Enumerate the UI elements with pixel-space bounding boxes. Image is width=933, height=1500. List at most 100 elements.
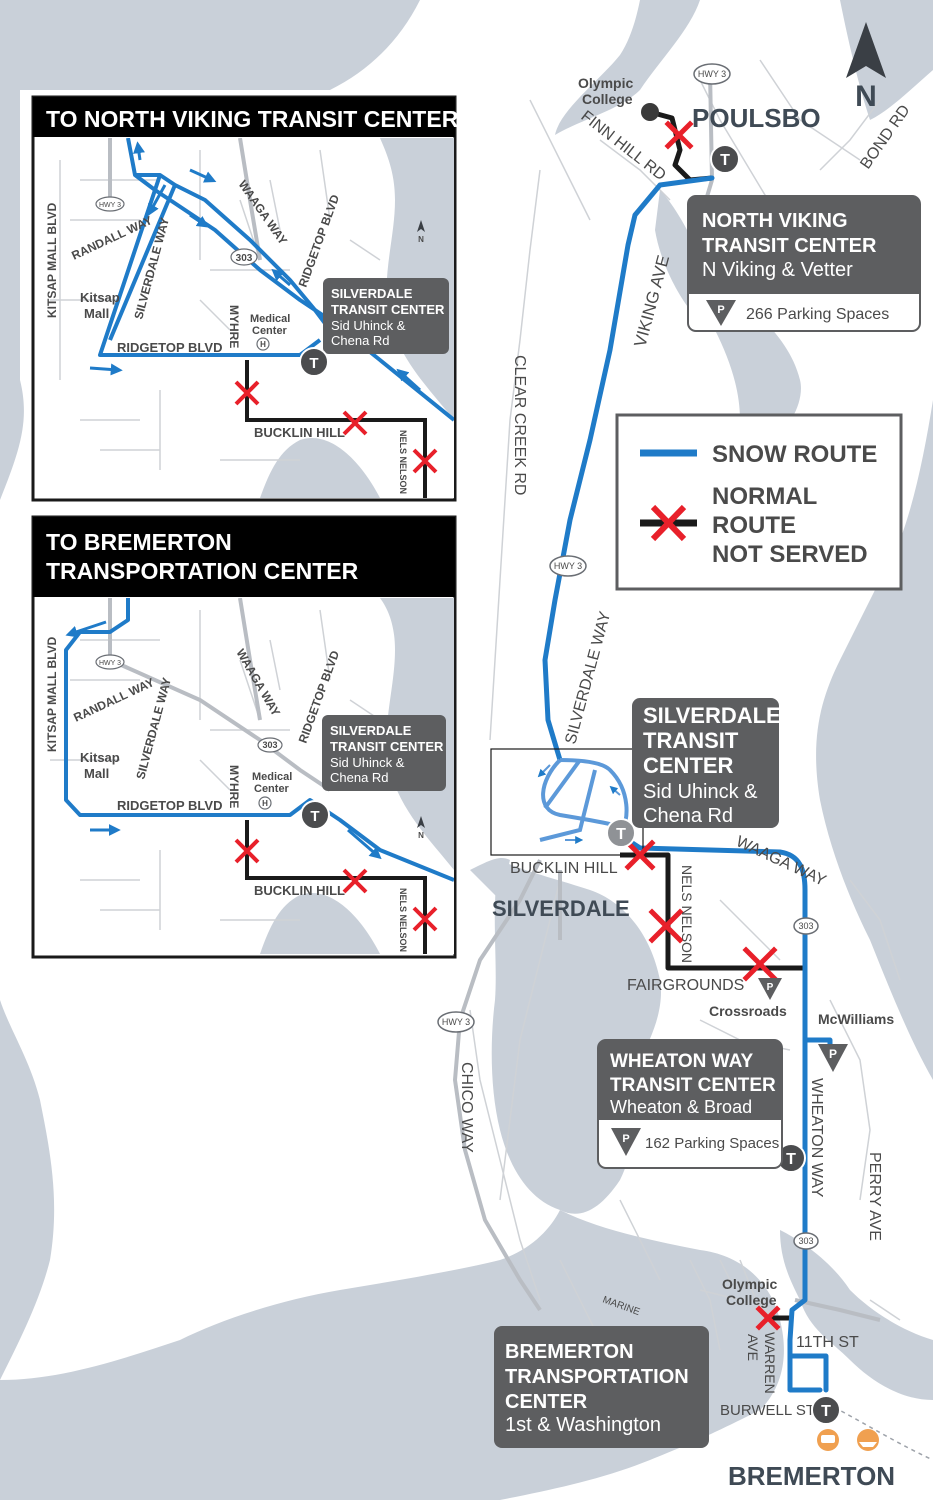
- shield-hwy3-north: HWY 3: [693, 63, 731, 85]
- svg-text:NOT SERVED: NOT SERVED: [712, 541, 868, 568]
- svg-text:Center: Center: [254, 783, 290, 795]
- svg-text:TRANSPORTATION CENTER: TRANSPORTATION CENTER: [46, 558, 359, 584]
- label-chico: CHICO WAY: [458, 1062, 475, 1153]
- svg-text:BREMERTON: BREMERTON: [505, 1341, 634, 1363]
- svg-text:Medical: Medical: [252, 771, 292, 783]
- svg-text:NELS NELSON: NELS NELSON: [398, 430, 408, 494]
- svg-text:T: T: [821, 1403, 831, 1420]
- parking-marker-mcwilliams: P: [818, 1044, 848, 1072]
- svg-text:SILVERDALE: SILVERDALE: [331, 286, 413, 301]
- shield-303-south: 303: [793, 1232, 819, 1250]
- shield-303-north: 303: [793, 917, 819, 935]
- svg-text:TRANSIT CENTER: TRANSIT CENTER: [331, 302, 445, 317]
- svg-text:TRANSIT CENTER: TRANSIT CENTER: [702, 235, 877, 257]
- label-crossroads: Crossroads: [709, 1003, 787, 1019]
- svg-text:Kitsap: Kitsap: [80, 750, 120, 765]
- svg-text:T: T: [786, 1151, 796, 1168]
- label-perry: PERRY AVE: [866, 1152, 883, 1241]
- svg-text:TRANSIT CENTER: TRANSIT CENTER: [330, 739, 444, 754]
- svg-text:P: P: [767, 982, 774, 993]
- not-served-marks: [624, 120, 781, 1331]
- svg-text:N: N: [855, 80, 877, 113]
- svg-text:HWY 3: HWY 3: [554, 561, 582, 571]
- silverdale-loop-arrows: [537, 764, 621, 844]
- svg-text:WHEATON WAY: WHEATON WAY: [610, 1051, 754, 1072]
- svg-text:HWY 3: HWY 3: [99, 660, 121, 667]
- ferry-icon: [817, 1429, 879, 1451]
- label-olympic-south-2: College: [726, 1292, 777, 1308]
- svg-text:TO BREMERTON: TO BREMERTON: [46, 529, 232, 555]
- svg-text:T: T: [309, 355, 318, 372]
- svg-text:TRANSIT CENTER: TRANSIT CENTER: [610, 1075, 776, 1096]
- north-arrow-icon: N: [846, 22, 886, 113]
- svg-text:NELS NELSON: NELS NELSON: [398, 888, 408, 952]
- svg-text:Mall: Mall: [84, 306, 109, 321]
- svg-text:SNOW ROUTE: SNOW ROUTE: [712, 441, 877, 468]
- svg-text:T: T: [720, 152, 730, 169]
- svg-text:162 Parking Spaces: 162 Parking Spaces: [645, 1135, 779, 1152]
- transit-marker-bremerton: T: [811, 1395, 841, 1425]
- inset-bremerton: KITSAP MALL BLVD RANDALL WAY SILVERDALE …: [31, 515, 457, 959]
- transit-marker-north-viking: T: [710, 144, 740, 174]
- svg-text:N: N: [418, 235, 424, 244]
- svg-text:303: 303: [798, 921, 813, 931]
- city-poulsbo: POULSBO: [692, 103, 821, 133]
- svg-text:T: T: [310, 808, 319, 825]
- svg-text:N Viking & Vetter: N Viking & Vetter: [702, 259, 853, 281]
- svg-text:TRANSPORTATION: TRANSPORTATION: [505, 1366, 689, 1388]
- svg-text:P: P: [717, 304, 724, 316]
- svg-text:Chena Rd: Chena Rd: [330, 770, 389, 785]
- svg-text:RIDGETOP BLVD: RIDGETOP BLVD: [117, 340, 222, 355]
- svg-text:H: H: [260, 340, 266, 349]
- svg-text:ROUTE: ROUTE: [712, 512, 796, 539]
- svg-text:NORTH VIKING: NORTH VIKING: [702, 210, 848, 232]
- svg-text:303: 303: [236, 253, 253, 264]
- svg-text:CENTER: CENTER: [643, 753, 734, 778]
- svg-text:H: H: [262, 799, 268, 808]
- svg-text:SILVERDALE: SILVERDALE: [643, 703, 781, 728]
- svg-text:KITSAP MALL BLVD: KITSAP MALL BLVD: [45, 202, 59, 318]
- label-warren-2: AVE: [745, 1334, 761, 1361]
- label-wheaton: WHEATON WAY: [808, 1078, 825, 1198]
- svg-text:NORMAL: NORMAL: [712, 483, 817, 510]
- svg-text:SILVERDALE: SILVERDALE: [330, 723, 412, 738]
- svg-text:P: P: [622, 1133, 629, 1145]
- callout-north-viking: NORTH VIKING TRANSIT CENTER N Viking & V…: [687, 195, 921, 332]
- svg-text:Chena Rd: Chena Rd: [331, 333, 390, 348]
- svg-text:KITSAP MALL BLVD: KITSAP MALL BLVD: [45, 636, 59, 752]
- svg-text:Mall: Mall: [84, 766, 109, 781]
- city-bremerton: BREMERTON: [728, 1461, 895, 1491]
- legend: SNOW ROUTE NORMAL ROUTE NOT SERVED: [615, 413, 903, 591]
- svg-text:HWY 3: HWY 3: [442, 1017, 470, 1027]
- svg-text:P: P: [829, 1047, 837, 1061]
- shield-hwy3-mid: HWY 3: [549, 555, 587, 577]
- svg-text:MYHRE: MYHRE: [227, 765, 241, 808]
- city-silverdale: SILVERDALE: [492, 896, 630, 921]
- svg-text:303: 303: [798, 1236, 813, 1246]
- label-olympic-north-1: Olympic: [578, 75, 633, 91]
- svg-text:1st & Washington: 1st & Washington: [505, 1414, 661, 1436]
- olympic-college-north-dot: [641, 103, 659, 121]
- label-11th: 11TH ST: [796, 1334, 859, 1351]
- label-olympic-north-2: College: [582, 91, 633, 107]
- label-olympic-south-1: Olympic: [722, 1276, 777, 1292]
- svg-text:CENTER: CENTER: [505, 1391, 588, 1413]
- svg-text:TO NORTH VIKING TRANSIT CENTER: TO NORTH VIKING TRANSIT CENTER: [46, 106, 459, 132]
- svg-text:BUCKLIN HILL: BUCKLIN HILL: [254, 883, 345, 898]
- svg-text:TRANSIT: TRANSIT: [643, 728, 739, 753]
- label-bucklin: BUCKLIN HILL: [510, 860, 618, 877]
- svg-text:HWY 3: HWY 3: [99, 202, 121, 209]
- parking-marker-fairgrounds: P: [758, 978, 782, 1000]
- label-warren-1: WARREN: [762, 1332, 778, 1394]
- callout-bremerton: BREMERTON TRANSPORTATION CENTER 1st & Wa…: [494, 1326, 709, 1448]
- svg-text:Sid Uhinck &: Sid Uhinck &: [331, 318, 406, 333]
- svg-text:Kitsap: Kitsap: [80, 290, 120, 305]
- transit-marker-silverdale: T: [606, 818, 636, 848]
- svg-text:Wheaton & Broad: Wheaton & Broad: [610, 1097, 752, 1117]
- street-grid: [469, 59, 901, 1351]
- shield-hwy3-south: HWY 3: [437, 1011, 475, 1033]
- svg-text:RIDGETOP BLVD: RIDGETOP BLVD: [117, 798, 222, 813]
- snow-route: [542, 175, 833, 1393]
- svg-text:BUCKLIN HILL: BUCKLIN HILL: [254, 425, 345, 440]
